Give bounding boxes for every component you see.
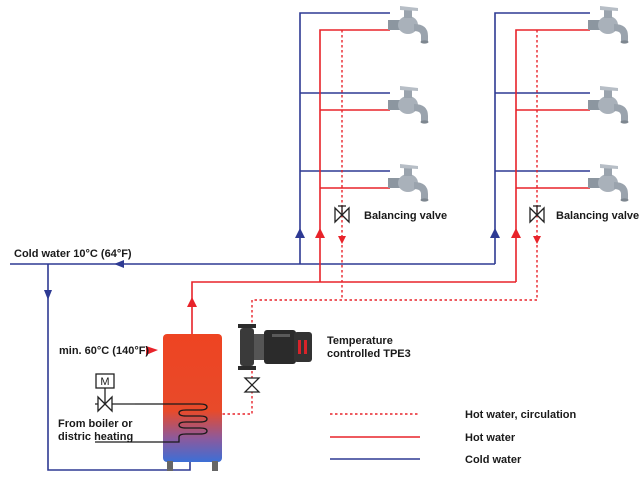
hot-flow-arrow <box>511 228 521 238</box>
hot-riser-left <box>319 29 390 282</box>
motor-valve-letter: M <box>100 376 109 388</box>
circulation-flow-arrow <box>533 236 541 244</box>
cold-water-inlet-label: Cold water 10°C (64°F) <box>14 248 132 260</box>
balancing-valve-icon <box>529 205 545 223</box>
hot-riser-right <box>515 29 590 282</box>
hot-flow-arrow <box>187 297 197 307</box>
circulation-return-pipe <box>251 299 537 330</box>
motor-valve-icon: M <box>95 373 135 413</box>
cold-flow-arrow <box>114 260 124 268</box>
tap-icon <box>388 86 429 124</box>
cold-riser-left <box>299 12 390 264</box>
temp-indicator-arrow <box>146 346 158 355</box>
tap-icon <box>388 164 429 202</box>
circulation-flow-arrow <box>338 236 346 244</box>
cold-water-drop-pipe <box>47 264 191 471</box>
hot-water-supply-pipe <box>191 281 516 335</box>
min-temperature-label: min. 60°C (140°F) <box>59 345 149 357</box>
cold-flow-arrow <box>44 290 52 300</box>
boiler-label-line2: distric heating <box>58 431 133 443</box>
legend-label-cold: Cold water <box>465 454 522 466</box>
heat-exchanger-coil-icon <box>95 403 208 443</box>
cold-flow-arrow <box>490 228 500 238</box>
balancing-valve-icon <box>334 205 350 223</box>
tap-icon <box>588 86 629 124</box>
balancing-valve-label-1: Balancing valve <box>364 210 447 222</box>
water-heater-tank-icon <box>163 334 222 471</box>
tap-icon <box>588 164 629 202</box>
pump-label-line1: Temperature <box>327 335 393 347</box>
legend-label-circulation: Hot water, circulation <box>465 409 577 421</box>
cold-flow-arrow <box>295 228 305 238</box>
pump-label-line2: controlled TPE3 <box>327 348 411 360</box>
circulator-pump-icon <box>238 324 312 370</box>
tap-icon <box>588 6 629 44</box>
tap-icon <box>388 6 429 44</box>
boiler-label-line1: From boiler or <box>58 418 133 430</box>
check-valve-icon <box>243 377 261 393</box>
balancing-valve-label-2: Balancing valve <box>556 210 639 222</box>
legend-label-hot: Hot water <box>465 432 516 444</box>
legend: Hot water, circulation Hot water Cold wa… <box>330 409 577 466</box>
hot-flow-arrow <box>315 228 325 238</box>
cold-riser-right <box>494 12 590 264</box>
